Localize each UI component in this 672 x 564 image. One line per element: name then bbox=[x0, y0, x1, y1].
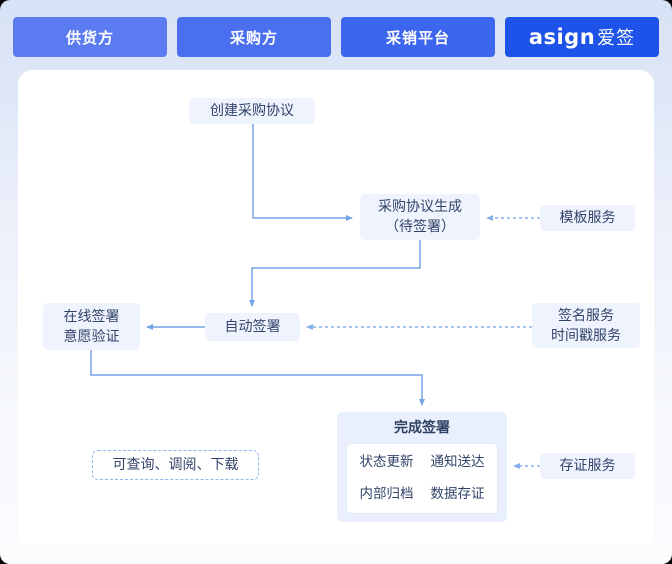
node-template-service: 模板服务 bbox=[540, 205, 635, 231]
node-complete-sign-title: 完成签署 bbox=[394, 418, 450, 435]
tab-supplier[interactable]: 供货方 bbox=[13, 17, 167, 57]
node-complete-sign: 完成签署 状态更新 通知送达 内部归档 数据存证 bbox=[337, 412, 507, 522]
tab-purchaser[interactable]: 采购方 bbox=[177, 17, 331, 57]
asign-logo[interactable]: asign 爱签 bbox=[505, 17, 659, 57]
detail-data-evidence: 数据存证 bbox=[430, 486, 485, 502]
node-evidence-service: 存证服务 bbox=[540, 453, 635, 479]
node-complete-sign-details: 状态更新 通知送达 内部归档 数据存证 bbox=[346, 443, 498, 514]
arrow-online-to-complete bbox=[90, 350, 425, 406]
node-agreement-generated-line2: （待签署） bbox=[385, 218, 455, 234]
node-query-note: 可查询、调阅、下载 bbox=[92, 450, 259, 480]
asign-logo-cjk: 爱签 bbox=[597, 28, 636, 48]
node-evidence-service-label: 存证服务 bbox=[559, 457, 616, 474]
node-create-agreement-label: 创建采购协议 bbox=[210, 102, 294, 119]
detail-notify-delivery: 通知送达 bbox=[430, 453, 485, 469]
node-auto-sign: 自动签署 bbox=[205, 313, 300, 341]
flowchart-panel: 创建采购协议 采购协议生成 （待签署） 模板服务 自动签署 在线签署 意愿验证 … bbox=[18, 70, 654, 545]
node-agreement-generated-line1: 采购协议生成 bbox=[378, 198, 462, 215]
asign-logo-latin: asign bbox=[528, 25, 596, 49]
node-query-note-label: 可查询、调阅、下载 bbox=[112, 456, 239, 473]
node-agreement-generated: 采购协议生成 （待签署） bbox=[360, 194, 480, 240]
node-signature-timestamp-service: 签名服务 时间戳服务 bbox=[532, 303, 640, 348]
tab-platform[interactable]: 采销平台 bbox=[341, 17, 495, 57]
arrow-generate-to-auto bbox=[249, 240, 421, 307]
node-timestamp-service-line2: 时间戳服务 bbox=[551, 326, 621, 343]
node-auto-sign-label: 自动签署 bbox=[224, 318, 281, 335]
role-header: 供货方 采购方 采销平台 asign 爱签 bbox=[13, 17, 659, 57]
node-online-sign-line1: 在线签署 bbox=[63, 307, 120, 324]
detail-internal-archive: 内部归档 bbox=[359, 486, 414, 502]
detail-status-update: 状态更新 bbox=[359, 453, 414, 469]
arrow-create-to-generate bbox=[252, 124, 353, 221]
node-create-agreement: 创建采购协议 bbox=[189, 98, 315, 124]
node-template-service-label: 模板服务 bbox=[559, 209, 616, 226]
node-online-sign-line2: 意愿验证 bbox=[63, 327, 120, 344]
node-signature-service-line1: 签名服务 bbox=[558, 306, 614, 323]
node-online-sign-verify: 在线签署 意愿验证 bbox=[43, 303, 140, 350]
